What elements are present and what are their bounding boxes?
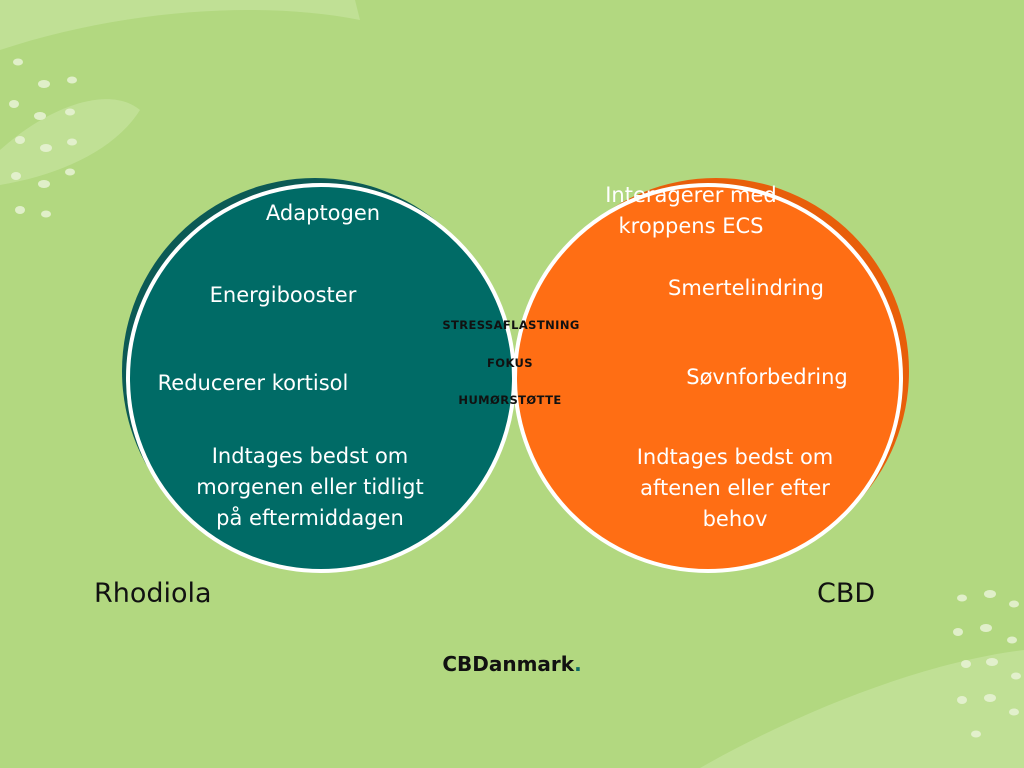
decorative-swoosh-top-left <box>0 0 360 50</box>
rhodiola-item-energibooster: Energibooster <box>209 283 357 307</box>
brand-logo: CBDanmark. <box>442 652 581 676</box>
rhodiola-item-kortisol: Reducerer kortisol <box>157 371 349 395</box>
rhodiola-item-timing: Indtages bedst om morgenen eller tidligt… <box>196 444 424 530</box>
cbd-item-sovnforbedring: Søvnforbedring <box>686 365 848 389</box>
cbd-item-ecs: Interagerer med kroppens ECS <box>605 183 777 238</box>
cbd-item-smertelindring: Smertelindring <box>668 276 824 300</box>
rhodiola-set-label: Rhodiola <box>94 578 212 609</box>
overlap-item-fokus: FOKUS <box>487 356 533 370</box>
cbd-set-label: CBD <box>817 578 876 609</box>
cbd-circle <box>515 185 901 571</box>
brand-dot: . <box>574 652 582 676</box>
overlap-item-humorstotte: HUMØRSTØTTE <box>458 393 562 407</box>
rhodiola-circle <box>128 185 514 571</box>
brand-name: CBDanmark <box>442 652 575 676</box>
decorative-dots-top-left <box>9 58 77 218</box>
cbd-circle-outline <box>513 183 903 573</box>
overlap-item-stressaflastning: STRESSAFLASTNING <box>442 318 580 332</box>
decorative-dots-bottom-right <box>953 590 1021 738</box>
rhodiola-item-adaptogen: Adaptogen <box>265 201 381 225</box>
cbd-item-timing: Indtages bedst om aftenen eller efter be… <box>636 445 834 531</box>
decorative-swoosh-bottom-right <box>700 650 1024 768</box>
